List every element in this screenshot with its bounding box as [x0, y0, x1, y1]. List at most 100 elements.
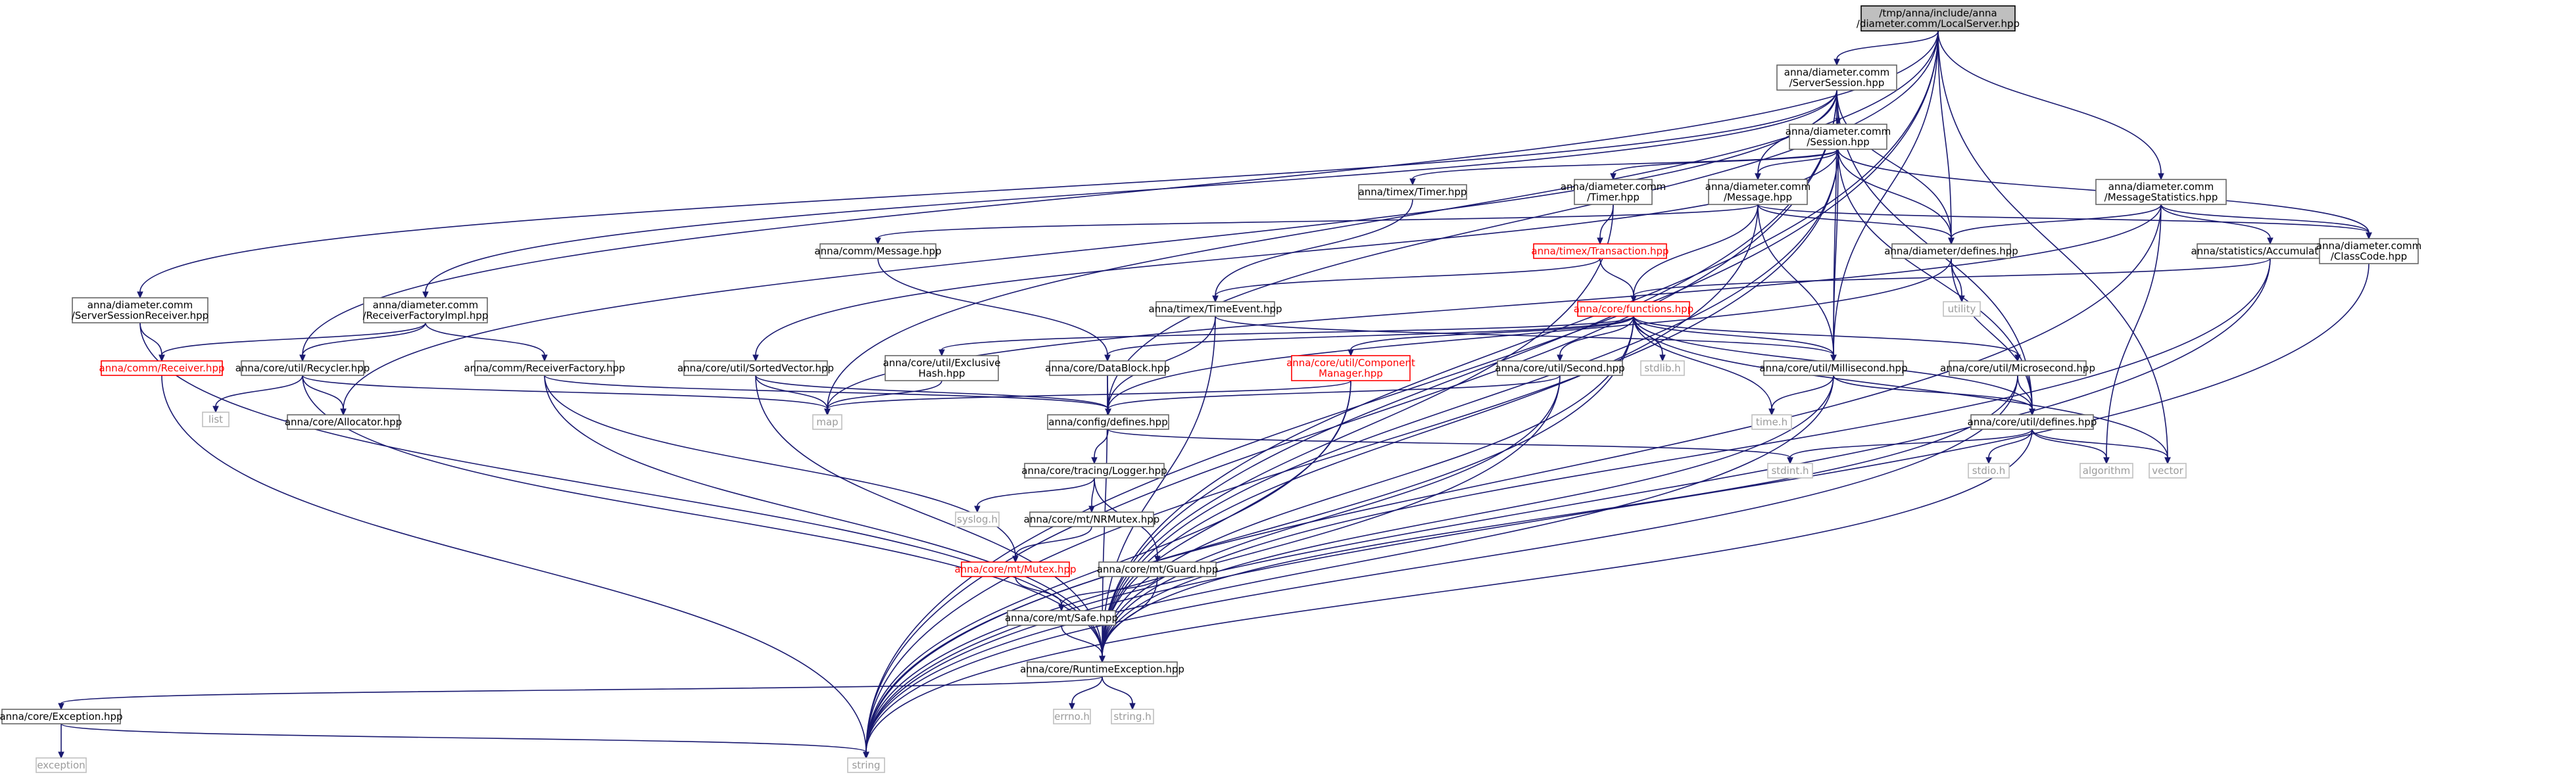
edge-line [1837, 149, 1952, 239]
node-label: anna/statistics/Accumulator.hpp [2191, 245, 2349, 257]
edge-line [1771, 375, 1834, 410]
arrowhead [2029, 408, 2035, 416]
node-CommMessage[interactable]: anna/diameter.comm/Message.hpp [1705, 179, 1811, 205]
node-label: stdint.h [1771, 465, 1809, 477]
node-label: anna/core/util/Recycler.hpp [235, 362, 370, 374]
node-RuntimeException[interactable]: anna/core/RuntimeException.hpp [1020, 661, 1184, 677]
edge-ReceiverFactoryImpl-to-Receiver [158, 322, 426, 362]
edge-line [425, 89, 1837, 293]
edge-line [1102, 316, 1634, 657]
node-Microsecond[interactable]: anna/core/util/Microsecond.hpp [1940, 360, 2095, 376]
edge-line [941, 316, 1634, 350]
edge-line [1102, 258, 2271, 657]
node-box [1047, 414, 1169, 430]
edge-line [1107, 429, 1791, 458]
node-label: anna/diameter/defines.hpp [1884, 245, 2018, 257]
arrowhead [422, 291, 429, 299]
node-box [241, 360, 364, 376]
node-label: /MessageStatistics.hpp [2104, 191, 2218, 203]
edge-line [1215, 199, 1413, 296]
node-Session[interactable]: anna/diameter.comm/Session.hpp [1786, 124, 1891, 150]
edge-root-to-ServerSession [1834, 30, 1939, 66]
node-label: algorithm [2083, 465, 2130, 477]
node-MessageStatistics[interactable]: anna/diameter.comm/MessageStatistics.hpp [2095, 179, 2227, 205]
edge-MessageStatistics-to-Accumulator [2160, 204, 2273, 245]
node-box [1970, 414, 2094, 430]
arrowhead [1088, 506, 1095, 513]
edge-line [1757, 204, 2369, 233]
node-Accumulator[interactable]: anna/statistics/Accumulator.hpp [2191, 243, 2350, 259]
node-label: anna/core/Allocator.hpp [285, 416, 402, 428]
node-TimeEvent[interactable]: anna/timex/TimeEvent.hpp [1148, 301, 1282, 317]
arrowhead [1834, 59, 1840, 66]
node-DataBlock[interactable]: anna/core/DataBlock.hpp [1045, 360, 1170, 376]
node-ReceiverFactory[interactable]: anna/comm/ReceiverFactory.hpp [464, 360, 625, 376]
edge-line [425, 322, 545, 356]
edge-line [544, 375, 1109, 410]
node-ClassCode[interactable]: anna/diameter.comm/ClassCode.hpp [2316, 238, 2422, 264]
node-label: string.h [1113, 711, 1151, 722]
edge-RuntimeException-to-errno [1069, 676, 1103, 711]
edge-Exception-to-exception [58, 724, 64, 759]
node-box [474, 360, 615, 376]
edge-line [302, 375, 344, 410]
arrowhead [1105, 408, 1111, 416]
edge-line [1350, 316, 1634, 350]
edge-line [302, 375, 1103, 657]
node-UtilDefines[interactable]: anna/core/util/defines.hpp [1968, 414, 2097, 430]
node-Second[interactable]: anna/core/util/Second.hpp [1495, 360, 1625, 376]
edge-line [1107, 258, 1952, 410]
node-SortedVector[interactable]: anna/core/util/SortedVector.hpp [677, 360, 834, 376]
edge-line [1061, 576, 1158, 605]
node-Logger[interactable]: anna/core/tracing/Logger.hpp [1021, 463, 1167, 479]
node-root[interactable]: /tmp/anna/include/anna/diameter.comm/Loc… [1857, 5, 2020, 32]
node-NRMutex[interactable]: anna/core/mt/NRMutex.hpp [1024, 511, 1160, 527]
edge-line [1102, 375, 1561, 657]
node-Mutex[interactable]: anna/core/mt/Mutex.hpp [954, 561, 1077, 577]
node-CommMessageHpp[interactable]: anna/comm/Message.hpp [814, 243, 942, 259]
edge-line [1102, 149, 1839, 657]
node-ServerSessionReceiver[interactable]: anna/diameter.comm/ServerSessionReceiver… [72, 297, 208, 323]
edge-line [2106, 204, 2162, 458]
arrowhead [863, 751, 869, 759]
node-Millisecond[interactable]: anna/core/util/Millisecond.hpp [1759, 360, 1908, 376]
node-Allocator[interactable]: anna/core/Allocator.hpp [285, 414, 402, 430]
node-ServerSession[interactable]: anna/diameter.comm/ServerSession.hpp [1776, 64, 1897, 91]
edge-Functions-to-ComponentManager [1348, 316, 1634, 357]
node-DiameterDefines[interactable]: anna/diameter/defines.hpp [1884, 243, 2018, 259]
node-label: list [208, 413, 223, 425]
node-exception: exception [36, 757, 87, 773]
edge-NRMutex-to-Mutex [1012, 526, 1092, 563]
edge-line [161, 375, 867, 753]
node-Recycler[interactable]: anna/core/util/Recycler.hpp [235, 360, 370, 376]
node-CommTimer[interactable]: anna/diameter.comm/Timer.hpp [1561, 179, 1666, 205]
node-ReceiverFactoryImpl[interactable]: anna/diameter.comm/ReceiverFactoryImpl.h… [363, 297, 489, 323]
node-label: anna/core/util/Microsecond.hpp [1940, 362, 2095, 374]
node-Transaction[interactable]: anna/timex/Transaction.hpp [1531, 243, 1669, 259]
node-label: time.h [1756, 416, 1787, 428]
node-TimerTimex[interactable]: anna/timex/Timer.hpp [1358, 184, 1467, 200]
arrowhead [212, 406, 219, 413]
node-box [101, 360, 223, 376]
node-ConfigDefines[interactable]: anna/config/defines.hpp [1047, 414, 1169, 430]
node-label: Manager.hpp [1319, 367, 1383, 379]
node-timeh: time.h [1751, 414, 1792, 430]
edge-Transaction-to-Functions [1599, 258, 1637, 303]
node-label: anna/core/util/Millisecond.hpp [1759, 362, 1907, 374]
node-label: anna/comm/Receiver.hpp [99, 362, 225, 374]
node-Receiver[interactable]: anna/comm/Receiver.hpp [99, 360, 225, 376]
node-Exception[interactable]: anna/core/Exception.hpp [0, 709, 123, 724]
node-Guard[interactable]: anna/core/mt/Guard.hpp [1097, 561, 1219, 577]
nodes-layer: /tmp/anna/include/anna/diameter.comm/Loc… [0, 5, 2422, 773]
edge-CommMessage-to-ClassCode [1757, 204, 2372, 240]
node-Functions[interactable]: anna/core/functions.hpp [1574, 301, 1693, 317]
node-Safe[interactable]: anna/core/mt/Safe.hpp [1005, 610, 1118, 626]
node-algorithm: algorithm [2079, 463, 2133, 479]
edge-ConfigDefines-to-Logger [1091, 429, 1109, 465]
arrowhead [1787, 457, 1793, 465]
node-box [1789, 124, 1887, 150]
edge-line [1107, 316, 1634, 356]
node-stdint: stdint.h [1767, 463, 1813, 479]
